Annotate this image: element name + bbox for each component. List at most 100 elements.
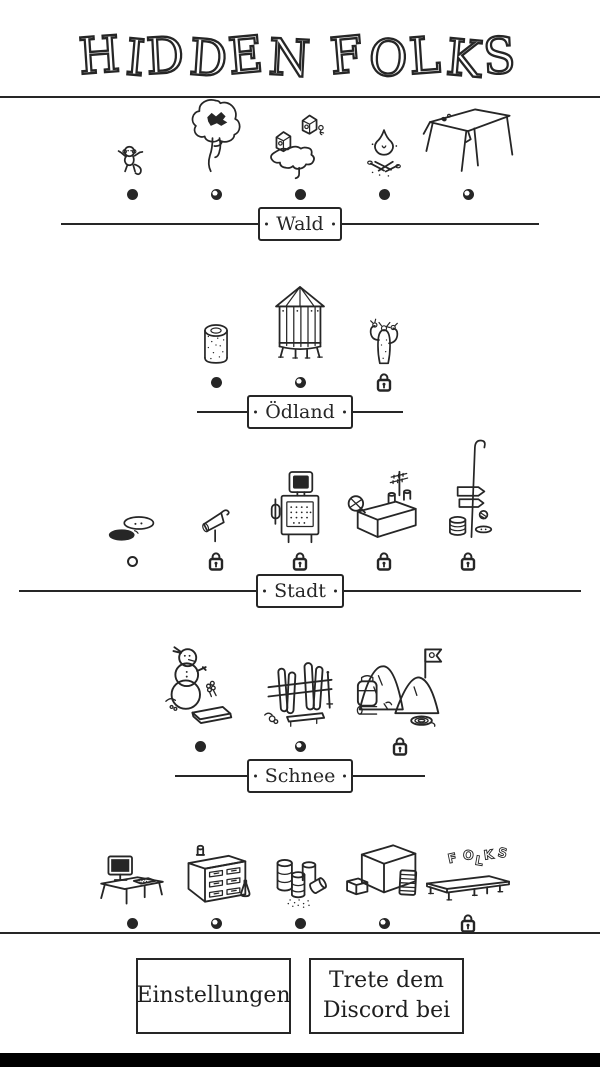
level-tent-thumbnail[interactable]: [422, 98, 514, 203]
level-status: [378, 185, 390, 203]
level-status: [292, 552, 308, 571]
stadt-label-row: Stadt: [0, 574, 600, 608]
level-manhole-thumbnail[interactable]: [90, 429, 174, 570]
label-line-right: [352, 411, 403, 413]
world-wald-section: Wald: [0, 98, 600, 241]
level-floating-island-thumbnail[interactable]: [258, 98, 342, 203]
level-status: [294, 737, 306, 755]
label-line-right: [341, 223, 539, 225]
level-barrels-thumbnail[interactable]: [258, 837, 342, 932]
logo-text: HIDDEN FOLKS: [77, 25, 521, 89]
level-status: [194, 737, 206, 755]
label-line-left: [61, 223, 259, 225]
level-status: [294, 373, 306, 391]
device-navigation-bar: [0, 1053, 600, 1067]
level-status: [376, 552, 392, 571]
campfire-icon: [367, 129, 401, 177]
level-log-thumbnail[interactable]: [174, 284, 258, 391]
settings-button[interactable]: Einstellungen: [136, 958, 291, 1034]
level-status: [378, 914, 390, 932]
antenna-building-icon: [347, 470, 417, 538]
svg-text:S: S: [496, 845, 508, 862]
level-status: [460, 914, 476, 933]
world-bottom-section: F O L K S: [0, 837, 600, 933]
cactus-icon: [369, 318, 399, 365]
stadt-levels-row: [0, 429, 600, 571]
svg-text:L: L: [474, 853, 485, 869]
level-status: [210, 914, 222, 932]
level-crate-thumbnail[interactable]: [342, 837, 426, 932]
log-icon: [204, 324, 228, 364]
level-status: [462, 185, 474, 203]
tent-icon: [422, 108, 514, 172]
svg-text:O: O: [462, 848, 475, 864]
bottom-divider: [0, 932, 600, 934]
level-scoreboard-thumbnail[interactable]: [258, 429, 342, 571]
schnee-label-row: Schnee: [0, 759, 600, 793]
lock-icon: [460, 914, 476, 933]
oedland-label-row: Ödland: [0, 395, 600, 429]
barrels-icon: [276, 859, 327, 908]
computer-desk-icon: [100, 855, 164, 905]
factory-cabinet-icon: [187, 844, 251, 903]
svg-text:K: K: [483, 847, 496, 863]
level-cactus-thumbnail[interactable]: [342, 284, 426, 392]
megaphone-icon: [202, 509, 230, 543]
level-status: [210, 185, 222, 203]
level-status: [460, 552, 476, 571]
scoreboard-icon: [270, 471, 320, 544]
level-megaphone-thumbnail[interactable]: [174, 429, 258, 571]
level-status: [208, 552, 224, 571]
level-snowman-thumbnail[interactable]: [150, 640, 250, 755]
label-line-right: [343, 590, 581, 592]
level-street-sign-thumbnail[interactable]: [426, 429, 510, 571]
level-status: [392, 737, 408, 756]
svg-text:F: F: [447, 851, 459, 867]
water-tower-icon: [275, 286, 325, 359]
level-water-tower-thumbnail[interactable]: [258, 284, 342, 391]
world-label-wald: Wald: [258, 207, 342, 241]
tree-icon: [191, 99, 241, 173]
lock-icon: [208, 552, 224, 571]
wald-levels-row: [0, 98, 600, 203]
bottom-buttons: Einstellungen Trete dem Discord bei: [0, 958, 600, 1034]
level-campfire-thumbnail[interactable]: [342, 98, 426, 203]
lock-icon: [292, 552, 308, 571]
level-monkey-thumbnail[interactable]: [90, 98, 174, 203]
level-status: [126, 185, 138, 203]
discord-button[interactable]: Trete dem Discord bei: [309, 958, 464, 1034]
level-folks-bench-thumbnail[interactable]: F O L K S: [426, 837, 510, 933]
level-factory-cabinet-thumbnail[interactable]: [174, 837, 258, 932]
floating-island-icon: [270, 114, 325, 180]
logo: HIDDEN FOLKS: [0, 0, 600, 96]
top-divider: [0, 96, 600, 98]
level-computer-desk-thumbnail[interactable]: [90, 837, 174, 932]
crate-icon: [346, 844, 418, 896]
world-label-oedland: Ödland: [247, 395, 353, 429]
level-ski-fence-thumbnail[interactable]: [250, 640, 350, 755]
level-status: [126, 552, 138, 570]
level-mountains-thumbnail[interactable]: [350, 640, 450, 756]
lock-icon: [392, 737, 408, 756]
lock-icon: [376, 373, 392, 392]
schnee-levels-row: [0, 640, 600, 756]
world-label-stadt: Stadt: [256, 574, 344, 608]
level-status: [294, 914, 306, 932]
wald-label-row: Wald: [0, 207, 600, 241]
world-schnee-section: Schnee: [0, 640, 600, 793]
level-status: [376, 373, 392, 392]
label-line-left: [197, 411, 248, 413]
level-tree-thumbnail[interactable]: [174, 98, 258, 203]
monkey-icon: [117, 145, 144, 176]
snowman-icon: [165, 646, 233, 724]
folks-bench-icon: F O L K S: [426, 845, 510, 901]
level-status: [210, 373, 222, 391]
world-stadt-section: Stadt: [0, 429, 600, 608]
bottom-levels-row: F O L K S: [0, 837, 600, 933]
level-status: [294, 185, 306, 203]
level-antenna-building-thumbnail[interactable]: [342, 429, 426, 571]
lock-icon: [460, 552, 476, 571]
lock-icon: [376, 552, 392, 571]
ski-fence-icon: [264, 662, 334, 727]
